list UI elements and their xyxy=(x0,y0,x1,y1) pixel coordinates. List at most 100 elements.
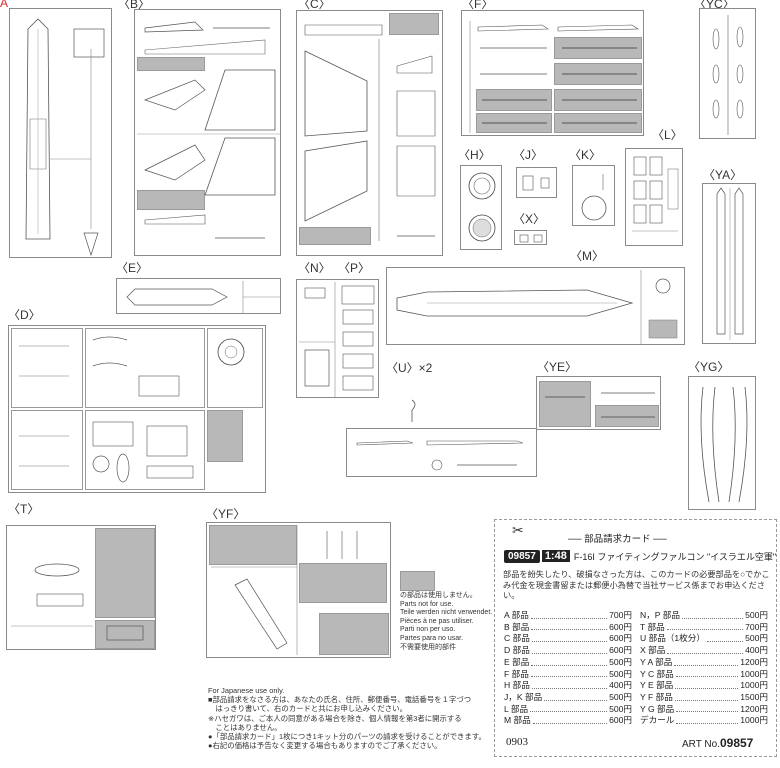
kit-name: F-16I ファイティングファルコン "イスラエル空軍" xyxy=(573,551,777,562)
sprue-a xyxy=(9,8,112,258)
art-number: ART No.09857 xyxy=(682,736,754,750)
label-u: 〈U〉×2 xyxy=(386,361,433,375)
label-k: 〈K〉 xyxy=(569,148,602,162)
sprue-c-unused-part xyxy=(389,13,439,35)
sprue-ye-unused-part xyxy=(595,405,659,427)
sprue-j-drawing xyxy=(522,175,550,191)
legend-line: の部品は使用しません。 xyxy=(400,592,477,599)
sprue-np-drawing xyxy=(299,282,375,397)
sprue-d-drawing xyxy=(19,336,245,483)
sprue-yf-unused-part xyxy=(319,613,389,655)
note-line: ことはありません。 xyxy=(208,722,282,732)
sprue-c xyxy=(296,10,443,256)
scissors-icon: ✂ xyxy=(512,522,524,538)
sprue-m xyxy=(386,267,685,345)
sprue-yf-unused-part xyxy=(299,563,387,603)
label-p: 〈P〉 xyxy=(338,261,371,275)
sprue-b-unused-part xyxy=(137,190,205,210)
legend-line: Pièces à ne pas utiliser. xyxy=(400,617,474,625)
sprue-d-subframe xyxy=(11,328,83,408)
note-line: ※ハセガワは、ご本人の同意がある場合を除き、個人情報を第3者に開示する xyxy=(208,713,462,723)
label-t: 〈T〉 xyxy=(8,502,40,516)
sprue-l-drawing xyxy=(632,156,679,232)
sprue-yc-drawing xyxy=(712,15,744,135)
label-yg: 〈YG〉 xyxy=(688,360,730,374)
note-line: For Japanese use only. xyxy=(208,686,285,695)
sprue-ye-unused-part xyxy=(539,381,591,427)
legend-line: Partes para no usar. xyxy=(400,634,464,642)
kit-number-badge: 09857 xyxy=(504,549,540,563)
label-m: 〈M〉 xyxy=(570,249,604,263)
sprue-c-unused-part xyxy=(299,227,371,245)
sprue-ya-drawing xyxy=(716,187,744,340)
sprue-u-drawing xyxy=(356,440,524,471)
label-e: 〈E〉 xyxy=(116,261,149,275)
parts-request-card xyxy=(494,519,777,757)
card-header: 09857 1:48 F-16I ファイティングファルコン "イスラエル空軍" xyxy=(504,548,776,564)
sprue-t-unused-part xyxy=(95,620,155,649)
sprue-l xyxy=(625,148,683,246)
sprue-x-drawing xyxy=(519,234,543,243)
sprue-c-drawing xyxy=(304,24,436,241)
sprue-b-drawing xyxy=(137,21,280,239)
sprue-a-drawing xyxy=(25,18,105,257)
sprue-k-drawing xyxy=(581,174,607,221)
label-f: 〈F〉 xyxy=(462,0,494,11)
sprue-yg xyxy=(688,376,756,510)
note-line: ■部品請求をなさる方は、あなたの氏名、住所、郵便番号、電話番号を１字づつ xyxy=(208,695,472,705)
label-j: 〈J〉 xyxy=(513,148,544,162)
japanese-note: For Japanese use only. ■部品請求をなさる方は、あなたの氏… xyxy=(208,686,493,750)
card-description: 部品を紛失したり、破損なさった方は、このカードの必要部品を○でかこみ代金を現金書… xyxy=(503,570,770,600)
label-ye: 〈YE〉 xyxy=(537,360,578,374)
sprue-d-unused-part xyxy=(207,410,243,462)
label-l: 〈L〉 xyxy=(652,128,683,142)
sprue-yf-unused-part xyxy=(209,525,297,565)
note-line: ●「部品請求カード」1枚につき1キット分のパーツの請求を受けることができます。 xyxy=(208,732,486,742)
sprue-d-subframe xyxy=(11,410,83,490)
sprue-ye-drawing xyxy=(545,392,655,418)
card-title: ── 部品請求カード ── xyxy=(568,534,667,545)
note-line: ●右記の価格は予告なく変更する場合もありますのでご了承ください。 xyxy=(208,741,442,751)
label-x: 〈X〉 xyxy=(513,212,546,226)
label-h: 〈H〉 xyxy=(458,148,491,162)
label-ya: 〈YA〉 xyxy=(703,168,743,182)
label-d: 〈D〉 xyxy=(8,308,41,322)
sprue-yf-drawing xyxy=(211,525,358,655)
sprue-d-subframe xyxy=(85,410,205,490)
scale-badge: 1:48 xyxy=(541,550,570,562)
unused-parts-swatch xyxy=(400,571,435,591)
unused-parts-legend: の部品は使用しません。 Parts not for use. Teile wer… xyxy=(400,592,492,652)
legend-line: 不需要使用的部件 xyxy=(400,643,456,651)
label-c: 〈C〉 xyxy=(298,0,331,11)
sprue-yc xyxy=(699,8,756,139)
legend-line: Teile werden nicht verwendet. xyxy=(400,609,493,617)
sprue-t-drawing xyxy=(11,563,144,641)
sprue-ya xyxy=(702,183,756,344)
u-hook-icon xyxy=(411,399,416,422)
label-yc: 〈YC〉 xyxy=(694,0,735,11)
sprue-e xyxy=(116,278,281,314)
legend-line: Parti non per uso. xyxy=(400,626,456,634)
sprue-t xyxy=(6,525,156,650)
sprue-u xyxy=(346,428,537,477)
sprue-yg-drawing xyxy=(700,386,748,503)
sprue-e-drawing xyxy=(126,281,280,313)
sprue-np xyxy=(296,279,379,398)
sprue-k xyxy=(572,165,615,226)
